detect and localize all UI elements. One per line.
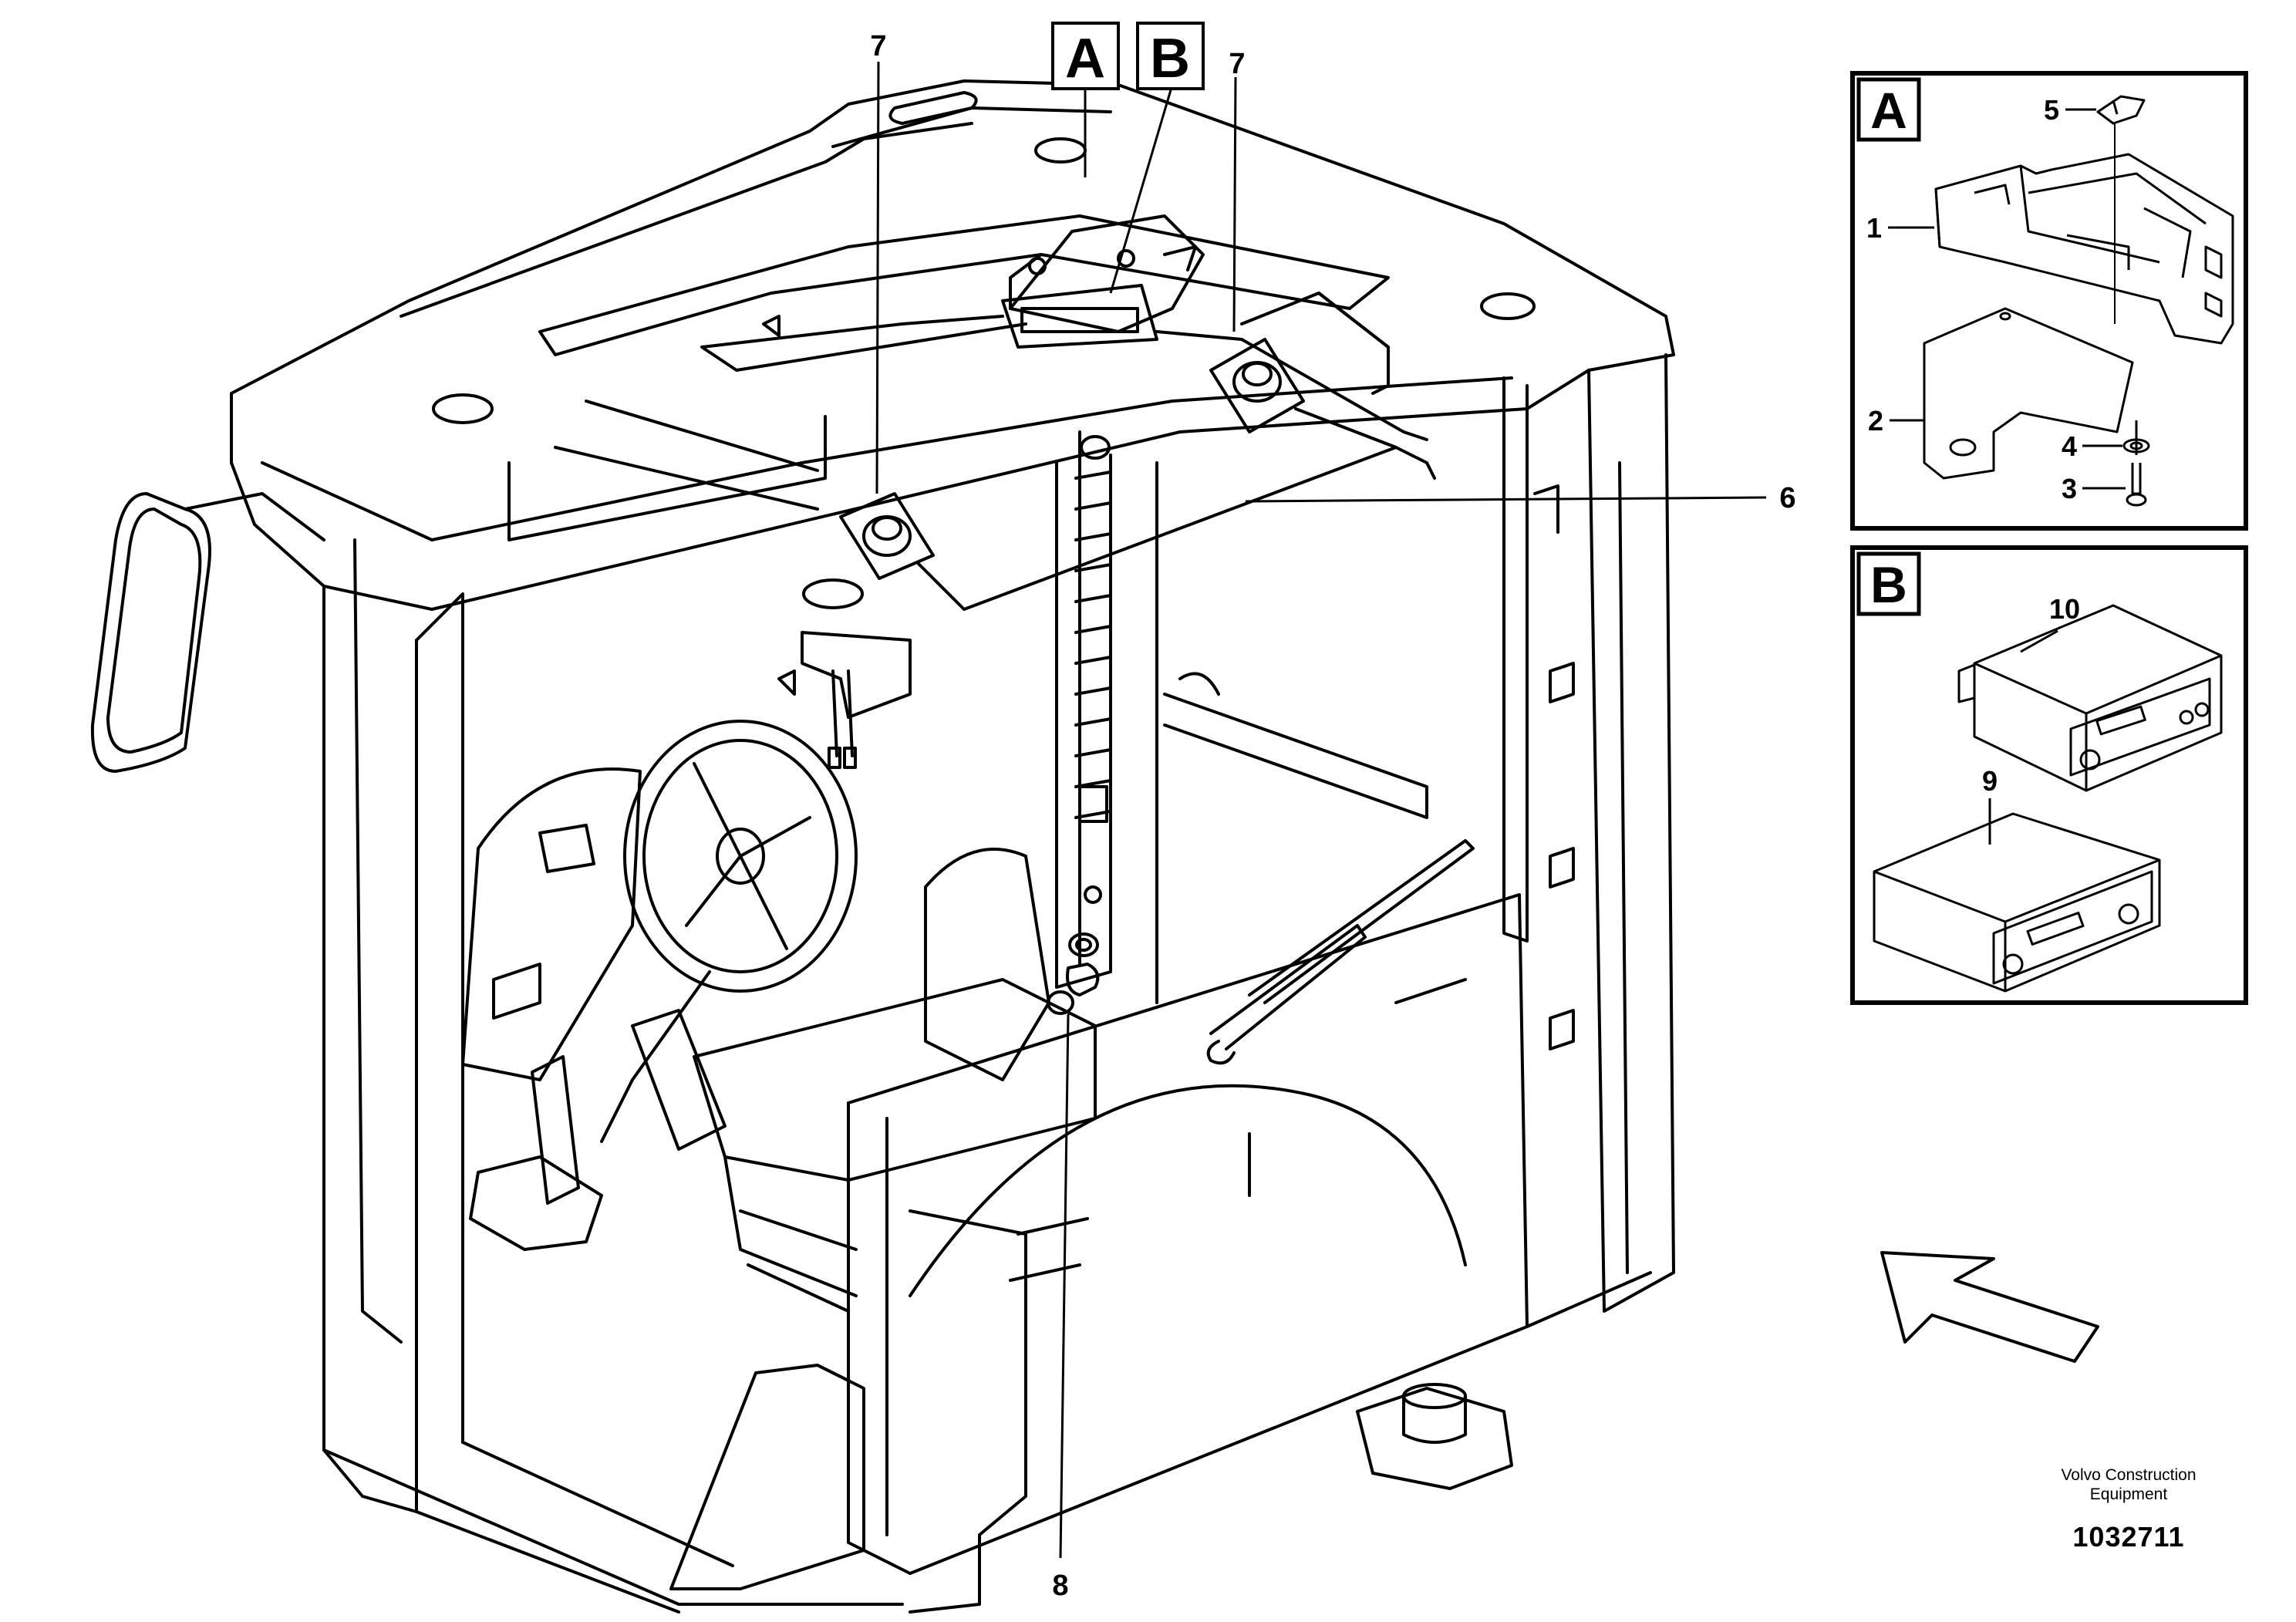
callout-2: 2 <box>1868 405 1883 437</box>
diagram-number: 1032711 <box>2072 1521 2185 1553</box>
credit-company-line1: Volvo Construction <box>2061 1466 2197 1484</box>
detail-a-panel: A <box>1850 71 2248 531</box>
detail-b-panel: B 10 9 <box>1850 545 2248 1005</box>
callout-7-right: 7 <box>1229 48 1245 80</box>
callout-5: 5 <box>2044 94 2059 126</box>
callout-6: 6 <box>1779 482 1795 514</box>
speaker-left <box>839 492 935 580</box>
callout-10: 10 <box>2049 593 2080 625</box>
main-box-labels: A B <box>1051 22 1205 90</box>
cab-drawing <box>90 79 1675 1614</box>
callout-8: 8 <box>1052 1570 1068 1602</box>
callout-7-left: 7 <box>870 30 886 62</box>
credit-company-line2: Equipment <box>2089 1485 2168 1503</box>
detail-a-label: A <box>1870 82 1907 139</box>
antenna-parts <box>1047 932 1100 1015</box>
speaker-right <box>1209 338 1305 433</box>
speaker-harness <box>777 407 1436 769</box>
callout-3: 3 <box>2062 473 2077 504</box>
credit-block: Volvo Construction Equipment 1032711 <box>2005 1465 2252 1553</box>
direction-arrow-icon <box>1880 1251 2099 1363</box>
callout-1: 1 <box>1866 212 1882 244</box>
detail-b-label: B <box>1870 556 1907 613</box>
main-box-label-a: A <box>1065 28 1105 89</box>
main-box-label-b: B <box>1150 28 1190 89</box>
roof-radio-unit <box>700 214 1428 441</box>
callout-9: 9 <box>1982 765 1998 797</box>
callout-4: 4 <box>2062 430 2077 462</box>
